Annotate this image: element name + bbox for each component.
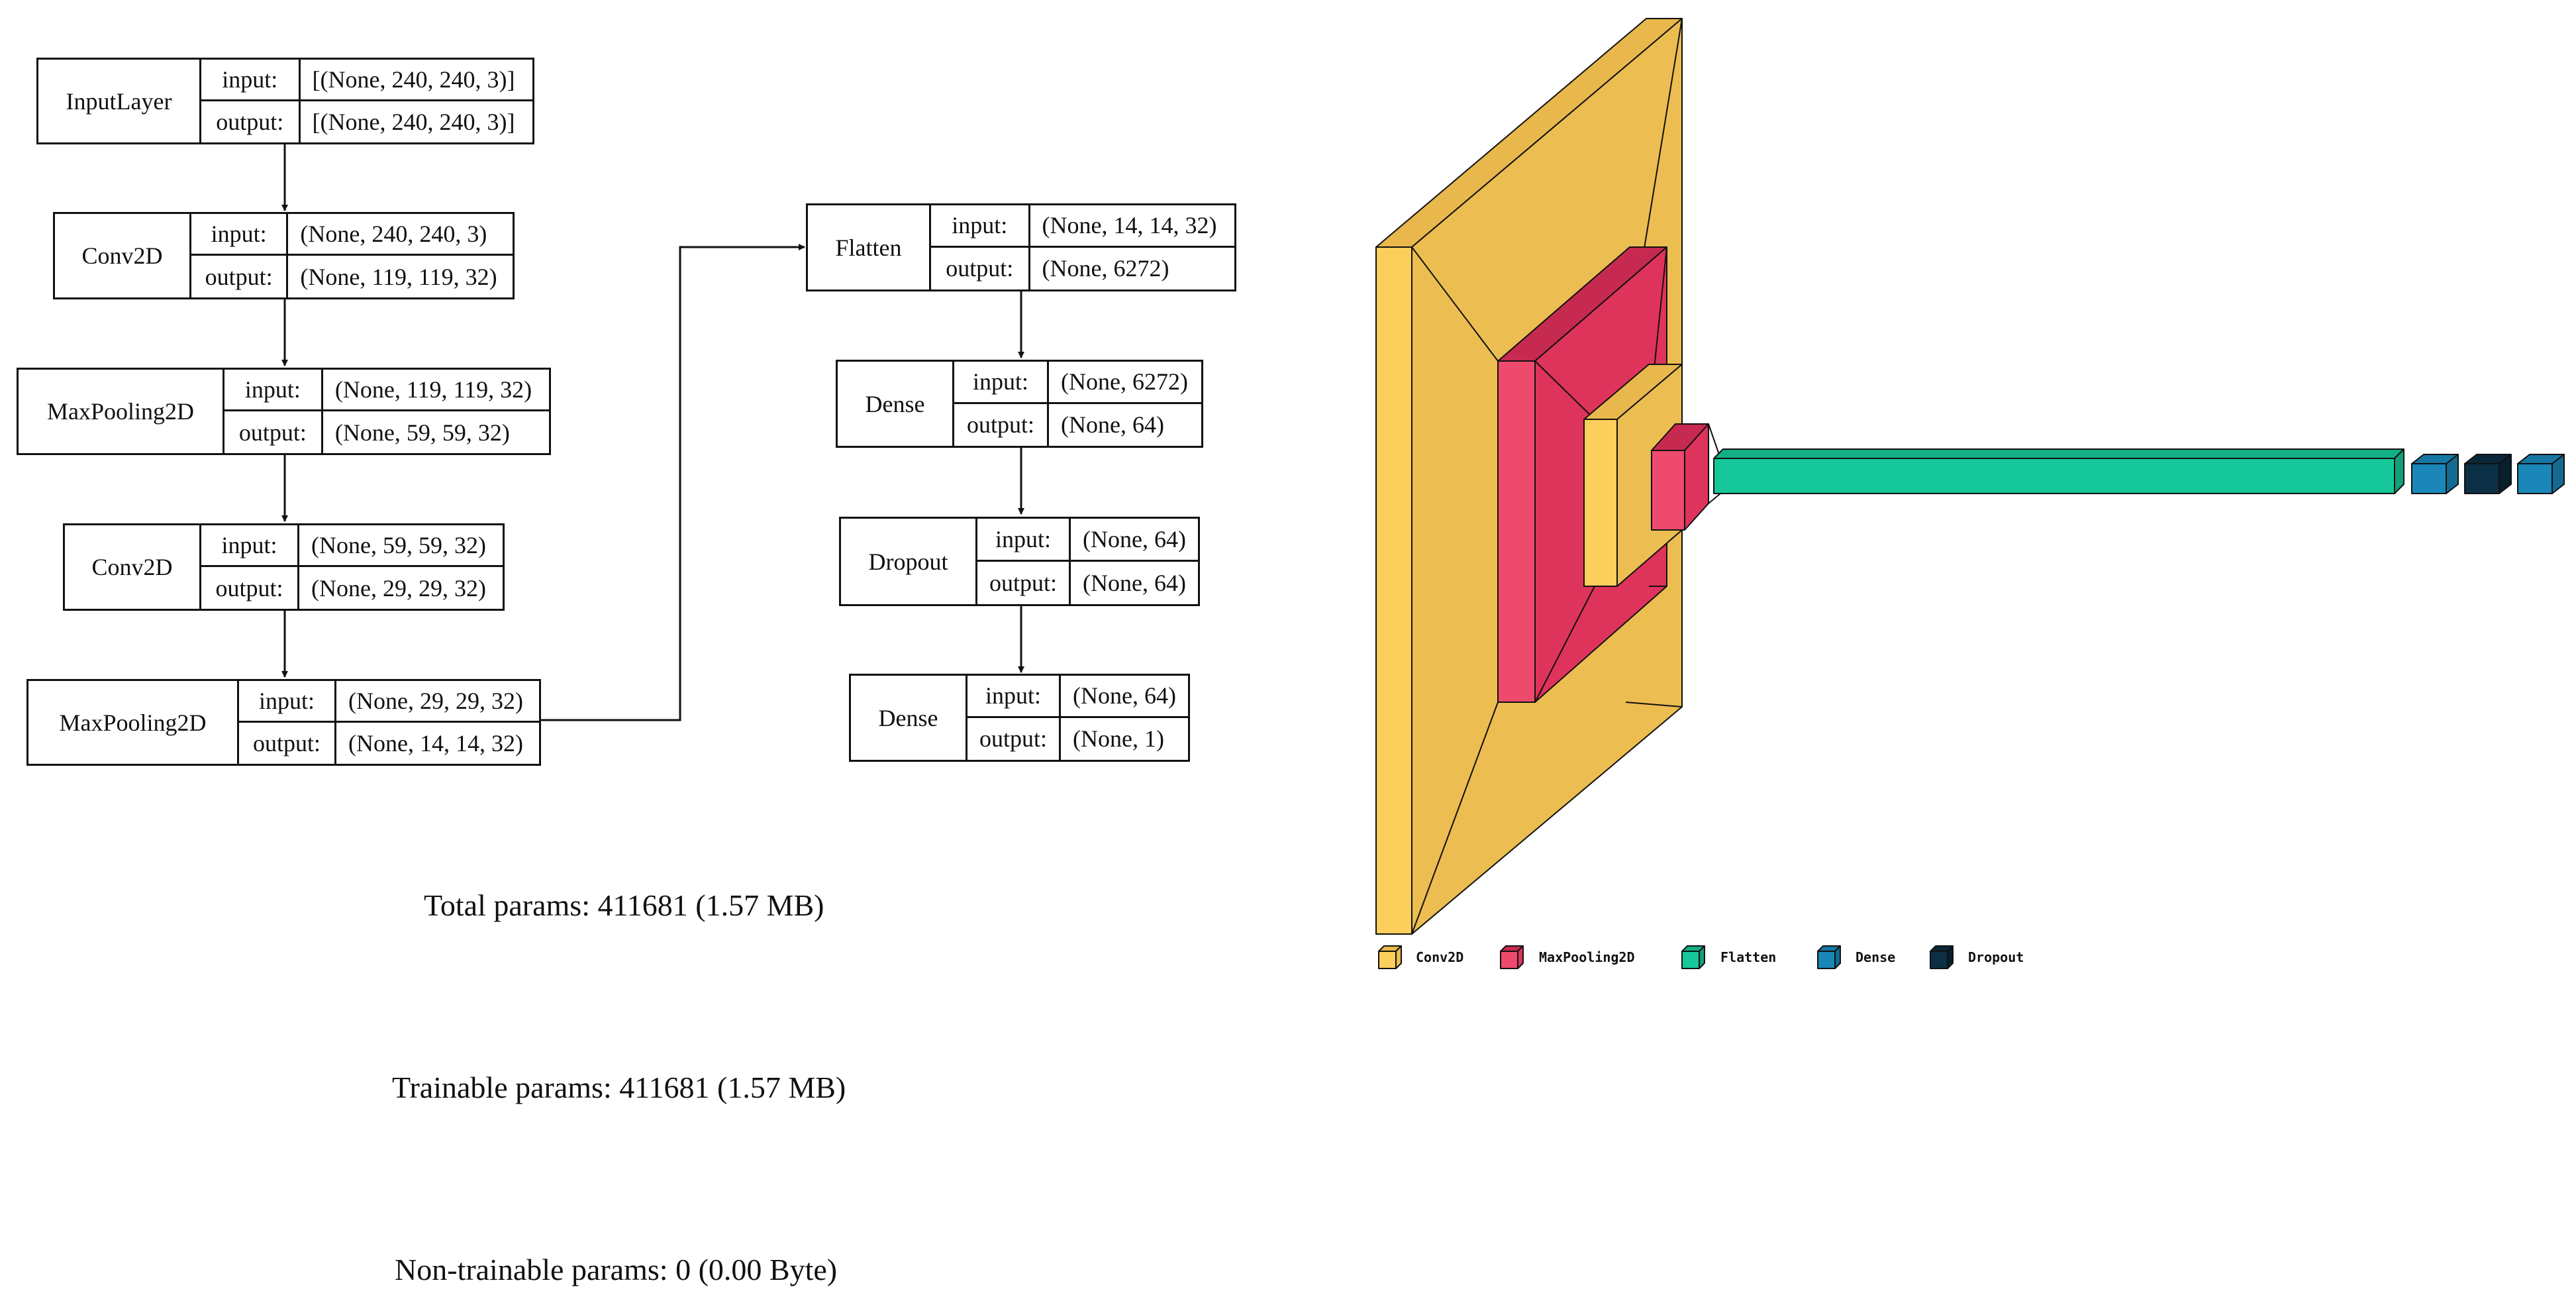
- output-key: output:: [954, 403, 1050, 446]
- layer-node-input-layer: InputLayer input: [(None, 240, 240, 3)] …: [36, 58, 534, 144]
- dense-block-1: [2411, 454, 2459, 494]
- input-shape: (None, 14, 14, 32): [1030, 205, 1234, 248]
- layer-name: MaxPooling2D: [28, 681, 239, 764]
- conv2d-block-1-front: [1375, 246, 1412, 935]
- legend-label-maxpooling2d: MaxPooling2D: [1539, 949, 1635, 965]
- conv2d-block-2-front: [1583, 419, 1618, 587]
- maxpooling2d-block-1-front: [1497, 360, 1536, 703]
- layer-name: InputLayer: [38, 60, 201, 142]
- layer-name: Dense: [838, 362, 954, 446]
- flatten-block: [1713, 448, 2404, 494]
- output-key: output:: [201, 101, 301, 142]
- output-key: output:: [201, 567, 300, 609]
- output-shape: (None, 6272): [1042, 255, 1169, 282]
- output-shape: (None, 14, 14, 32): [348, 729, 523, 757]
- maxpooling2d-block-2: [1651, 423, 1721, 531]
- output-key: output:: [977, 561, 1071, 604]
- output-key: output:: [239, 722, 337, 764]
- layer-name: Conv2D: [65, 525, 201, 609]
- non-trainable-params-text: Non-trainable params: 0 (0.00 Byte): [395, 1253, 838, 1286]
- output-shape: (None, 119, 119, 32): [300, 263, 497, 290]
- output-key: output:: [191, 256, 289, 297]
- layer-name: Conv2D: [55, 214, 191, 297]
- input-key: input:: [191, 214, 289, 256]
- output-shape: (None, 59, 59, 32): [334, 419, 510, 446]
- maxpooling2d-block-2-front: [1651, 450, 1685, 531]
- dropout-block-front: [2464, 463, 2500, 494]
- input-shape: (None, 240, 240, 3): [288, 214, 513, 256]
- flatten-block-top: [1713, 448, 2404, 459]
- input-key: input:: [201, 525, 300, 567]
- input-key: input:: [977, 519, 1071, 562]
- dropout-block: [2464, 454, 2512, 494]
- input-key: input:: [967, 676, 1062, 718]
- layer-name: Flatten: [808, 205, 931, 289]
- layer-name: Dense: [851, 676, 967, 760]
- input-shape: (None, 6272): [1049, 362, 1201, 404]
- input-key: input:: [201, 60, 301, 101]
- dense-block-2-side: [2551, 454, 2565, 494]
- total-params-text: Total params: 411681 (1.57 MB): [424, 888, 824, 922]
- output-shape: [(None, 240, 240, 3)]: [312, 108, 515, 135]
- output-shape: (None, 64): [1083, 569, 1186, 596]
- input-shape: (None, 119, 119, 32): [322, 370, 549, 411]
- conv2d-block-2: [1583, 364, 1683, 587]
- layer-node-conv2d-2: Conv2D input: (None, 59, 59, 32) output:…: [63, 523, 505, 611]
- input-shape: (None, 59, 59, 32): [299, 525, 503, 567]
- legend-item-conv2d: Conv2D: [1378, 945, 1463, 969]
- legend: Conv2D MaxPooling2D Flatten Dense: [1378, 945, 2024, 969]
- input-key: input:: [224, 370, 323, 411]
- layer-node-dense-2: Dense input: (None, 64) output: (None, 1…: [849, 674, 1190, 762]
- legend-label-conv2d: Conv2D: [1416, 949, 1463, 965]
- input-key: input:: [239, 681, 337, 723]
- input-key: input:: [954, 362, 1050, 404]
- output-key: output:: [967, 717, 1062, 760]
- layer-node-dense-1: Dense input: (None, 6272) output: (None,…: [836, 360, 1203, 448]
- input-key: input:: [931, 205, 1030, 248]
- output-key: output:: [931, 247, 1030, 289]
- layer-node-flatten: Flatten input: (None, 14, 14, 32) output…: [806, 203, 1236, 291]
- input-shape: (None, 29, 29, 32): [336, 681, 539, 723]
- dense-block-2: [2517, 454, 2565, 494]
- legend-item-dropout: Dropout: [1930, 945, 2024, 969]
- input-shape: [(None, 240, 240, 3)]: [300, 60, 532, 101]
- legend-item-maxpooling2d: MaxPooling2D: [1500, 945, 1635, 969]
- legend-label-dense: Dense: [1856, 949, 1895, 965]
- layer-name: MaxPooling2D: [19, 370, 224, 453]
- output-shape: (None, 1): [1073, 725, 1164, 753]
- output-key: output:: [224, 411, 323, 453]
- dense-block-2-front: [2517, 463, 2553, 494]
- layer-node-maxpooling2d-2: MaxPooling2D input: (None, 29, 29, 32) o…: [26, 679, 541, 766]
- input-shape: (None, 64): [1061, 676, 1188, 718]
- dense-block-1-front: [2411, 463, 2447, 494]
- dropout-block-side: [2499, 454, 2512, 494]
- dense-block-1-side: [2446, 454, 2459, 494]
- legend-item-flatten: Flatten: [1681, 945, 1776, 969]
- output-shape: (None, 29, 29, 32): [311, 574, 486, 601]
- layer-name: Dropout: [841, 519, 977, 604]
- legend-label-flatten: Flatten: [1720, 949, 1776, 965]
- trainable-params-text: Trainable params: 411681 (1.57 MB): [392, 1071, 846, 1104]
- flatten-block-side: [2394, 448, 2404, 494]
- flatten-block-front: [1713, 458, 2395, 494]
- legend-item-dense: Dense: [1817, 945, 1895, 969]
- layer-node-maxpooling2d-1: MaxPooling2D input: (None, 119, 119, 32)…: [17, 368, 551, 455]
- edge-maxpool-to-flatten: [540, 244, 805, 721]
- layer-node-dropout: Dropout input: (None, 64) output: (None,…: [839, 517, 1200, 606]
- output-shape: (None, 64): [1061, 411, 1164, 439]
- legend-label-dropout: Dropout: [1968, 949, 2024, 965]
- input-shape: (None, 64): [1071, 519, 1198, 562]
- layer-node-conv2d-1: Conv2D input: (None, 240, 240, 3) output…: [53, 212, 515, 299]
